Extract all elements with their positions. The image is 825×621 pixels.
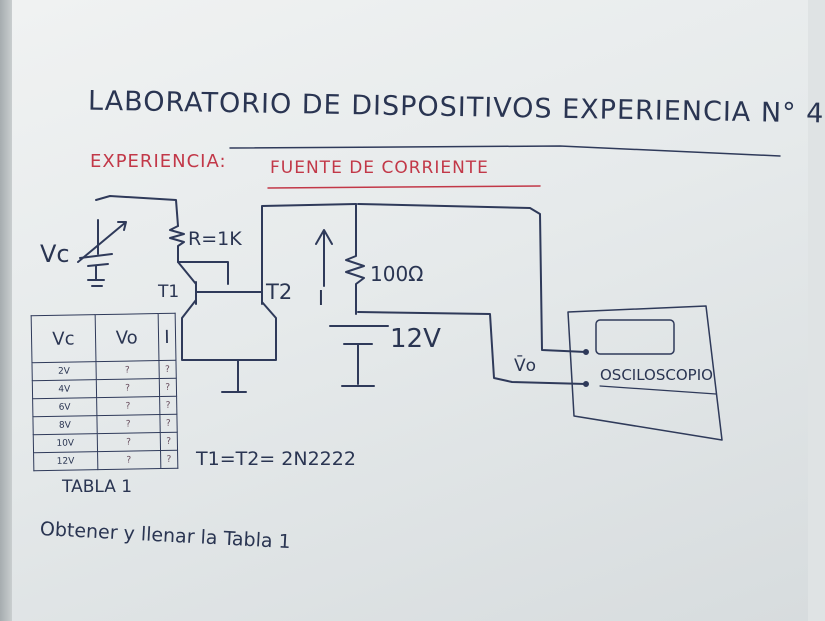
load-resistor	[345, 203, 365, 315]
t2-label: T2	[266, 280, 293, 304]
table-header-i: I	[157, 313, 176, 361]
scope-wire-bottom	[357, 311, 587, 385]
transistor-note: T1=T2= 2N2222	[196, 448, 356, 470]
t1-base-link	[177, 261, 229, 285]
probe-dot-top	[583, 349, 589, 355]
vc-source-arrow	[77, 221, 127, 263]
whiteboard-frame	[0, 0, 12, 621]
current-label: I	[318, 286, 324, 310]
title-underline	[229, 145, 781, 157]
t1-emitter	[181, 299, 277, 361]
oscilloscope-screen	[595, 319, 675, 355]
table-cell-i: ?	[159, 432, 178, 451]
t1-label: T1	[158, 282, 180, 302]
table-cell-vo: ?	[96, 378, 160, 398]
table-caption: TABLA 1	[62, 477, 133, 497]
table-cell-i: ?	[160, 450, 178, 469]
t2-collector	[261, 203, 357, 283]
table-cell-vo: ?	[96, 396, 160, 416]
table-cell-i: ?	[158, 378, 177, 397]
table-row: 12V ? ?	[33, 450, 178, 471]
table-cell-vc: 8V	[32, 415, 97, 435]
vc-source-top-wire	[95, 195, 179, 227]
t1-collector	[177, 261, 197, 285]
load-label: 100Ω	[370, 262, 424, 286]
table-header-vo: Vo	[94, 313, 159, 362]
ground-wire	[221, 359, 247, 393]
oscilloscope-body	[567, 305, 723, 441]
table-cell-vc: 4V	[32, 379, 97, 399]
vc-source-plate-short	[87, 263, 109, 267]
table-cell-vo: ?	[96, 414, 160, 434]
table-cell-vo: ?	[97, 450, 161, 470]
scope-wire-top	[357, 203, 587, 353]
table-cell-i: ?	[159, 414, 178, 433]
subtitle-value: FUENTE DE CORRIENTE	[270, 158, 489, 178]
table-cell-i: ?	[158, 360, 177, 379]
table-cell-vc: 10V	[33, 433, 98, 453]
resistor-label: R=1K	[188, 228, 242, 250]
oscilloscope-label-underline	[599, 385, 717, 395]
table-cell-vc: 6V	[32, 397, 97, 417]
vc-source-plate-long	[79, 253, 113, 259]
probe-dot-bottom	[583, 381, 589, 387]
vo-label: V̄o	[514, 356, 537, 376]
subtitle-label: EXPERIENCIA:	[90, 151, 227, 172]
vc-source-ground	[87, 265, 105, 287]
table-cell-vc: 2V	[31, 361, 97, 381]
supply-label: 12V	[390, 324, 441, 354]
table-cell-i: ?	[159, 396, 177, 415]
oscilloscope-label: OSCILOSCOPIO	[600, 366, 713, 384]
table-header-row: Vc Vo I	[31, 313, 176, 363]
table-cell-vo: ?	[95, 360, 159, 380]
resistor-r	[169, 225, 185, 263]
table-cell-vc: 12V	[33, 451, 98, 471]
supply-ground-lead	[341, 343, 375, 387]
current-arrow	[315, 229, 333, 287]
circuit-diagram	[77, 145, 781, 441]
vc-label: Vc	[40, 240, 70, 268]
measurement-table: Vc Vo I 2V ? ? 4V ? ? 6V ? ? 8V ? ? 10V …	[31, 313, 179, 472]
table-header-vc: Vc	[31, 314, 96, 363]
whiteboard	[12, 0, 808, 621]
table-cell-vo: ?	[96, 432, 161, 452]
subtitle-underline	[267, 185, 541, 189]
